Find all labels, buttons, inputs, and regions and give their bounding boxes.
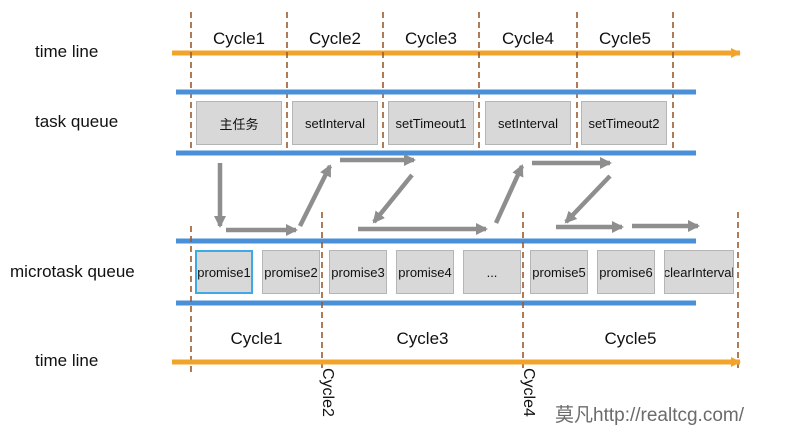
bottom-cycle-label: Cycle1: [230, 329, 283, 348]
microtask-box: promise5: [530, 250, 588, 294]
microtask-box: clearInterval: [664, 250, 734, 294]
arrow-up-to-setinterval-2: [493, 164, 525, 224]
vertical-cycle-label: Cycle2: [319, 368, 336, 417]
task-box: setInterval: [485, 101, 571, 145]
microtask-box: promise6: [597, 250, 655, 294]
watermark-text: 莫凡http://realtcg.com/: [555, 405, 745, 426]
vertical-cycle-label: Cycle4: [520, 368, 537, 417]
timeline-bottom-label: time line: [35, 351, 99, 370]
microtask-box: promise3: [329, 250, 387, 294]
microtask-queue-label: microtask queue: [10, 262, 135, 281]
top-cycle-label: Cycle1: [213, 29, 265, 48]
task-box: setInterval: [292, 101, 378, 145]
task-box: 主任务: [196, 101, 282, 145]
top-cycle-label: Cycle4: [502, 29, 554, 48]
bottom-cycle-dividers: [190, 212, 739, 372]
bottom-cycle-label: Cycle5: [604, 329, 657, 348]
task-box: setTimeout2: [581, 101, 667, 145]
top-cycle-label: Cycle2: [309, 29, 361, 48]
bottom-cycle-label: Cycle3: [396, 329, 449, 348]
top-cycle-dividers: [190, 12, 674, 148]
microtask-box: ...: [463, 250, 521, 294]
timeline-top-label: time line: [35, 42, 99, 61]
flow-arrows: [214, 154, 700, 236]
arrow-up-to-setinterval-1: [297, 164, 333, 228]
top-cycle-label: Cycle3: [405, 29, 457, 48]
top-cycle-label: Cycle5: [599, 29, 651, 48]
task-queue-label: task queue: [35, 112, 119, 131]
microtask-box: promise4: [396, 250, 454, 294]
arrow-down-to-micro-2: [564, 174, 612, 224]
microtask-box: promise2: [262, 250, 320, 294]
task-box: setTimeout1: [388, 101, 474, 145]
arrow-down-to-micro-1: [372, 173, 414, 224]
microtask-box-highlighted: promise1: [195, 250, 253, 294]
